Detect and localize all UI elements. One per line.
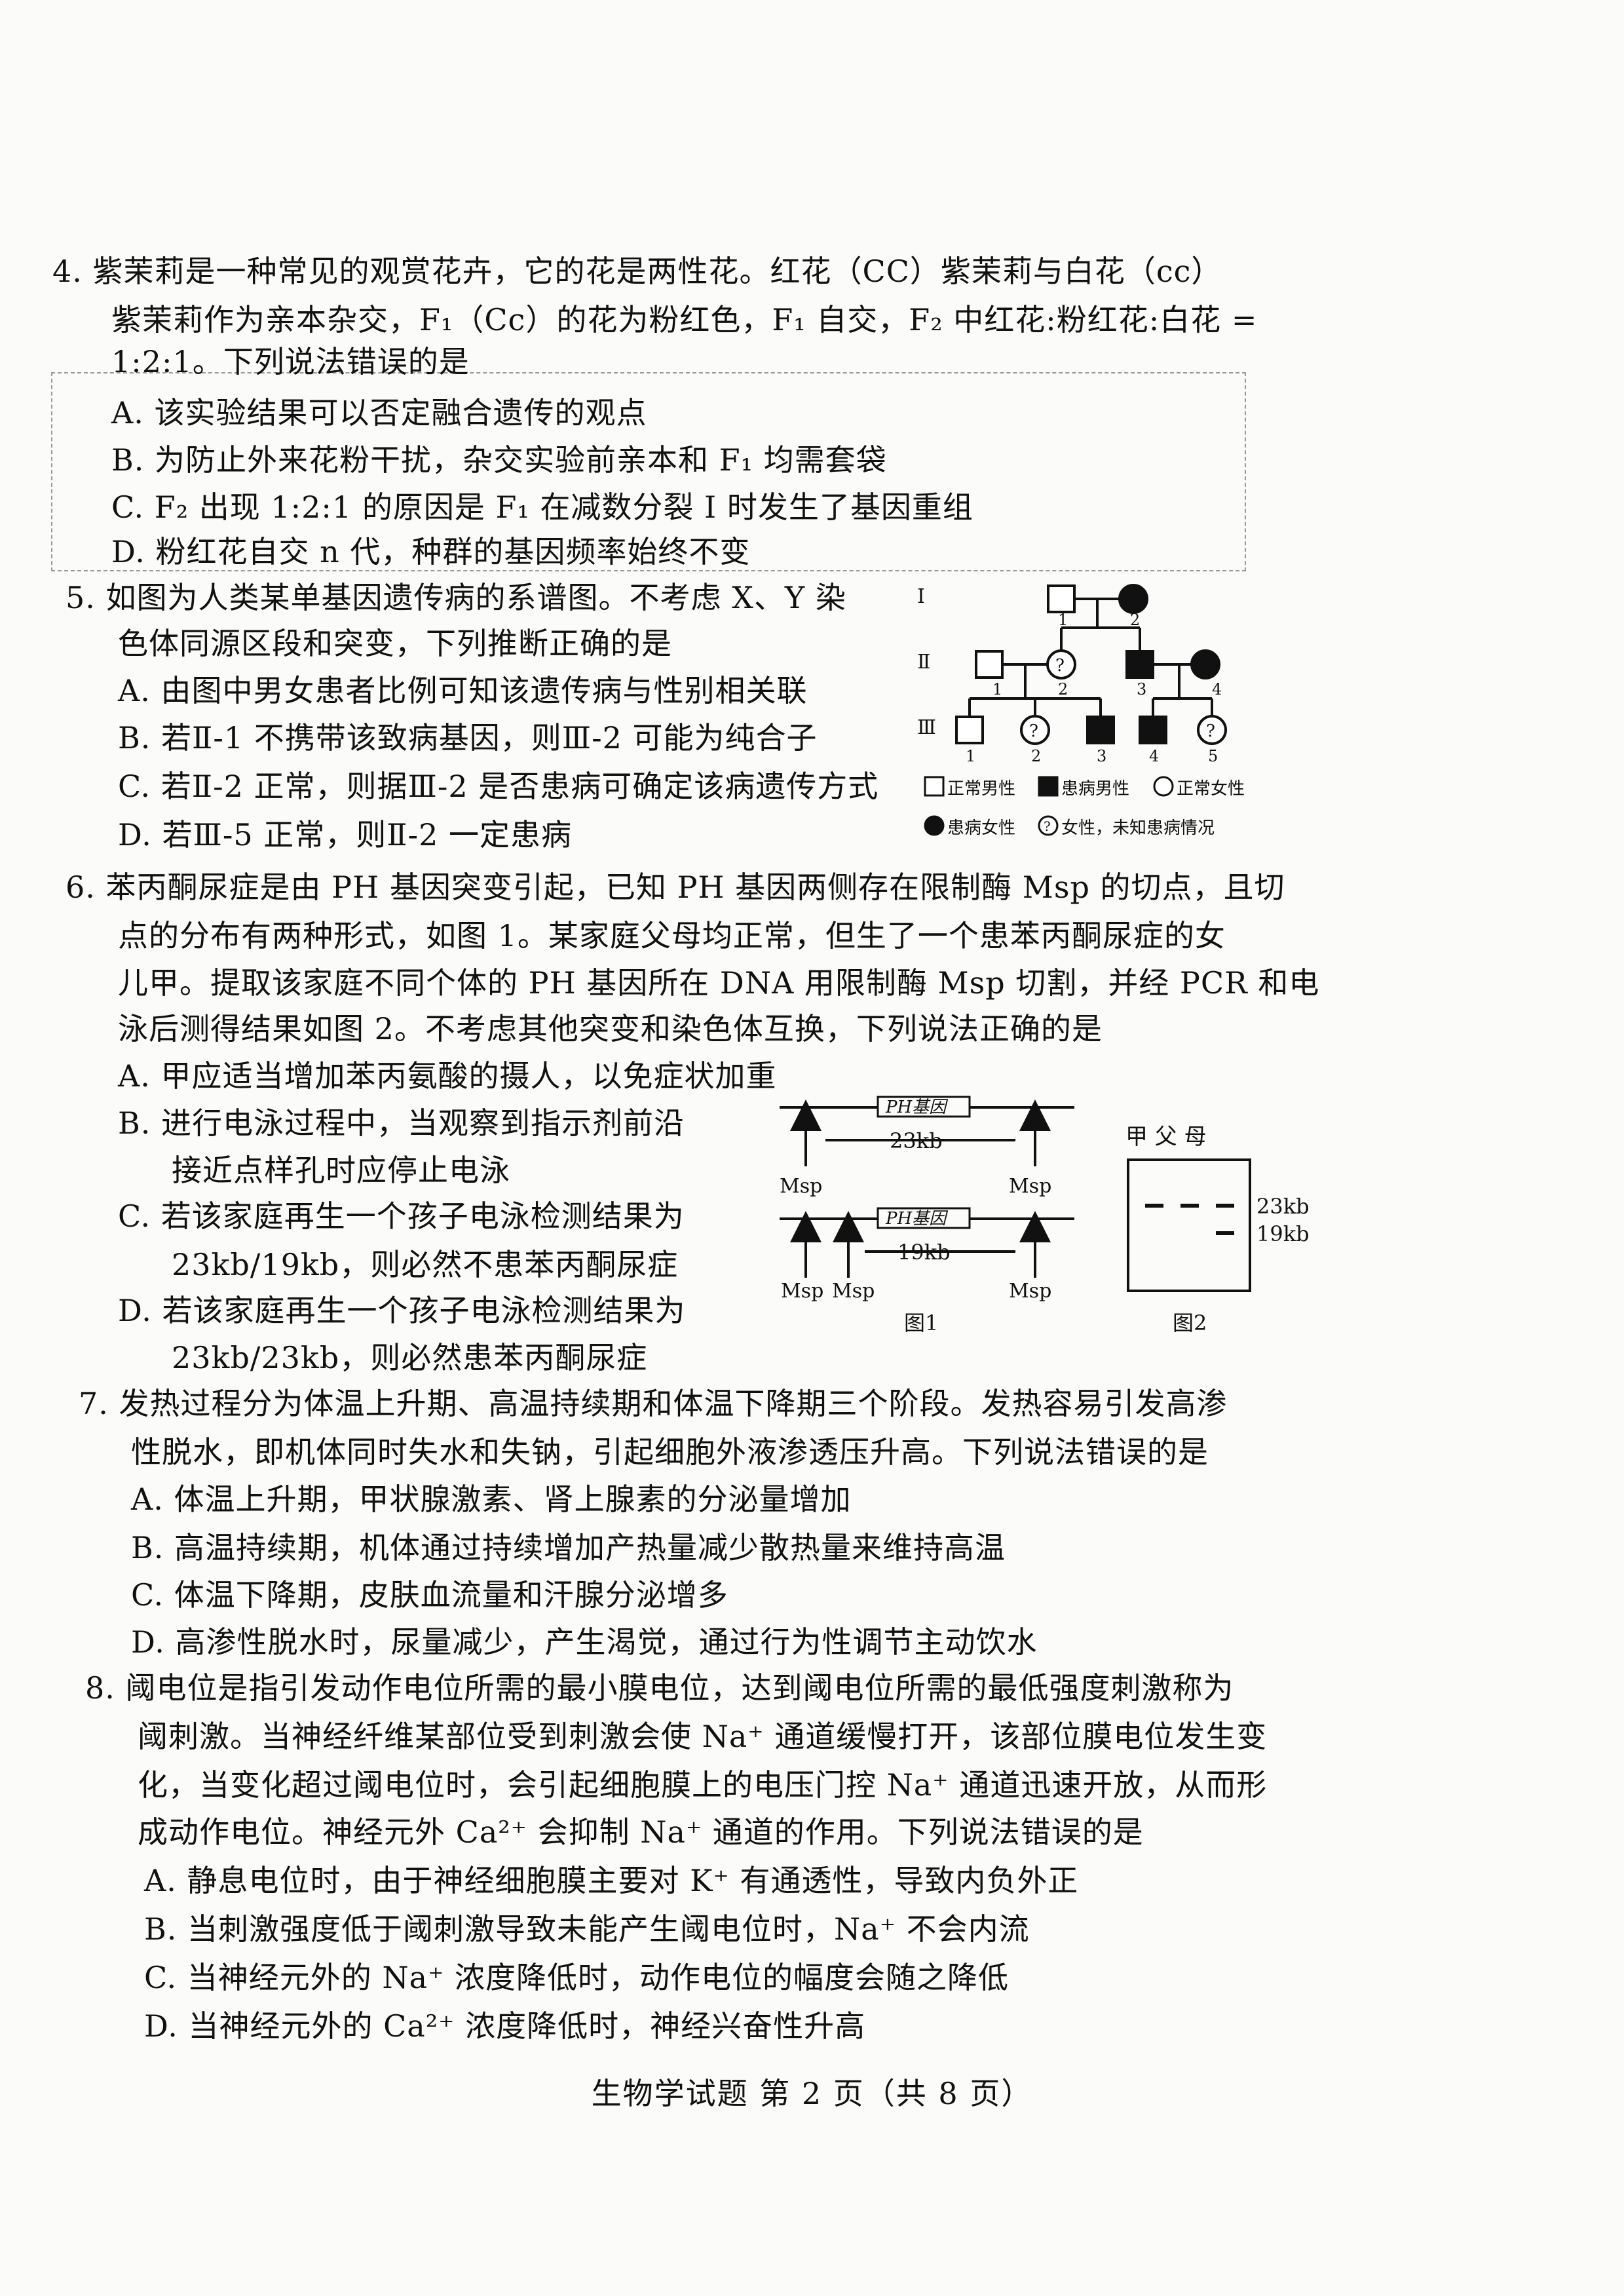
gen3-4-affected-male bbox=[1139, 716, 1167, 744]
len-19kb: 19kb bbox=[897, 1240, 951, 1265]
legend-normal-male-icon bbox=[924, 776, 945, 797]
ph-gene-box-2 bbox=[877, 1207, 971, 1229]
q4-option-b: B. 为防止外来花粉干扰，杂交实验前亲本和 F₁ 均需套袋 bbox=[111, 442, 887, 478]
gel-box bbox=[1127, 1158, 1251, 1292]
gen-label-3: Ⅲ bbox=[917, 716, 936, 739]
legend-affected-male-icon bbox=[1038, 776, 1059, 797]
fig2-header: 甲 父 母 bbox=[1125, 1124, 1207, 1150]
page-footer: 生物学试题 第 2 页（共 8 页） bbox=[591, 2076, 1033, 2111]
q8-option-a: A. 静息电位时，由于神经细胞膜主要对 K⁺ 有通透性，导致内负外正 bbox=[144, 1863, 1079, 1898]
q4-option-c: C. F₂ 出现 1:2:1 的原因是 F₁ 在减数分裂 I 时发生了基因重组 bbox=[111, 489, 973, 525]
q4-option-d: D. 粉红花自交 n 代，种群的基因频率始终不变 bbox=[111, 534, 751, 569]
q4-line-2: 紫茉莉作为亲本杂交，F₁（Cc）的花为粉红色，F₁ 自交，F₂ 中红花:粉红花:… bbox=[111, 302, 1258, 337]
q5-option-d: D. 若Ⅲ-5 正常，则Ⅱ-2 一定患病 bbox=[118, 817, 572, 852]
q7-option-b: B. 高温持续期，机体通过持续增加产热量减少散热量来维持高温 bbox=[131, 1530, 1006, 1565]
gen-label-2: Ⅱ bbox=[917, 651, 930, 674]
legend-affected-male: 患病男性 bbox=[1061, 779, 1129, 799]
msp-4: Msp bbox=[832, 1280, 875, 1303]
q8-option-b: B. 当刺激强度低于阈刺激导致未能产生阈电位时，Na⁺ 不会内流 bbox=[144, 1911, 1030, 1947]
q8-option-d: D. 当神经元外的 Ca²⁺ 浓度降低时，神经兴奋性升高 bbox=[144, 2008, 866, 2044]
legend-affected-female-icon bbox=[924, 815, 945, 836]
legend-normal-male: 正常男性 bbox=[947, 779, 1015, 799]
figure-2-electrophoresis: 甲 父 母 23kb 19kb 图2 bbox=[1125, 1124, 1310, 1335]
ph-gene-label-2: PH基因 bbox=[885, 1209, 949, 1229]
gen1-normal-male bbox=[1047, 584, 1076, 613]
pedigree-diagram: Ⅰ Ⅱ Ⅲ 1 2 ? 1 2 3 4 bbox=[917, 584, 1245, 838]
n3-3: 3 bbox=[1097, 747, 1106, 765]
fig1-caption: 图1 bbox=[904, 1311, 938, 1335]
q4-option-a: A. 该实验结果可以否定融合遗传的观点 bbox=[111, 395, 647, 430]
q8-option-c: C. 当神经元外的 Na⁺ 浓度降低时，动作电位的幅度会随之降低 bbox=[144, 1960, 1009, 1995]
q7-line-2: 性脱水，即机体同时失水和失钠，引起细胞外液渗透压升高。下列说法错误的是 bbox=[131, 1434, 1209, 1470]
n3-1: 1 bbox=[966, 747, 975, 765]
legend-affected-female: 患病女性 bbox=[947, 818, 1015, 838]
n3-5: 5 bbox=[1208, 747, 1218, 765]
n3-4: 4 bbox=[1149, 747, 1159, 765]
q6-line-3: 儿甲。提取该家庭不同个体的 PH 基因所在 DNA 用限制酶 Msp 切割，并经… bbox=[118, 965, 1320, 1001]
legend-normal-female-icon bbox=[1153, 776, 1174, 797]
q6-option-d-cont: 23kb/23kb，则必然患苯丙酮尿症 bbox=[172, 1340, 648, 1375]
gen3-2-unknown-female bbox=[1020, 715, 1050, 745]
q6-line-4: 泳后测得结果如图 2。不考虑其他突变和染色体互换，下列说法正确的是 bbox=[118, 1011, 1103, 1046]
ph-gene-label-1: PH基因 bbox=[885, 1098, 949, 1117]
gen3-5-unknown-female bbox=[1197, 715, 1227, 745]
msp-3: Msp bbox=[781, 1280, 823, 1303]
gen2-3-affected-male bbox=[1125, 650, 1154, 679]
gen-label-1: Ⅰ bbox=[917, 585, 925, 608]
gen3-3-affected-male bbox=[1086, 716, 1115, 744]
n1-2: 2 bbox=[1130, 611, 1140, 629]
q5-option-a: A. 由图中男女患者比例可知该遗传病与性别相关联 bbox=[118, 673, 808, 708]
q5-option-b: B. 若Ⅱ-1 不携带该致病基因，则Ⅲ-2 可能为纯合子 bbox=[118, 720, 818, 756]
len-23kb: 23kb bbox=[890, 1128, 943, 1153]
legend-unknown-mark: ? bbox=[1044, 818, 1051, 834]
n3-2: 2 bbox=[1031, 747, 1041, 765]
n2-1: 1 bbox=[992, 680, 1002, 698]
msp-5: Msp bbox=[1009, 1280, 1051, 1303]
q5-line-2: 色体同源区段和突变，下列推断正确的是 bbox=[118, 626, 672, 661]
gen3-1-normal-male bbox=[955, 716, 984, 744]
q6-option-b: B. 进行电泳过程中，当观察到指示剂前沿 bbox=[118, 1105, 685, 1141]
dashed-frame bbox=[51, 372, 1246, 571]
q5-option-c: C. 若Ⅱ-2 正常，则据Ⅲ-2 是否患病可确定该病遗传方式 bbox=[118, 769, 879, 804]
q6-option-c-cont: 23kb/19kb，则必然不患苯丙酮尿症 bbox=[172, 1247, 679, 1282]
msp-2: Msp bbox=[1009, 1175, 1051, 1198]
msp-1: Msp bbox=[780, 1175, 822, 1198]
q6-option-b-cont: 接近点样孔时应停止电泳 bbox=[172, 1153, 510, 1188]
gen1-affected-female bbox=[1118, 584, 1148, 614]
q6-option-a: A. 甲应适当增加苯丙氨酸的摄人，以免症状加重 bbox=[118, 1058, 777, 1094]
legend-unknown-female-icon bbox=[1038, 815, 1059, 836]
band-label-19kb: 19kb bbox=[1256, 1221, 1310, 1246]
q6-option-c: C. 若该家庭再生一个孩子电泳检测结果为 bbox=[118, 1198, 685, 1234]
q8-line-3: 化，当变化超过阈电位时，会引起细胞膜上的电压门控 Na⁺ 通道迅速开放，从而形 bbox=[138, 1767, 1268, 1803]
band-label-23kb: 23kb bbox=[1256, 1194, 1310, 1219]
q6-line-2: 点的分布有两种形式，如图 1。某家庭父母均正常，但生了一个患苯丙酮尿症的女 bbox=[118, 918, 1226, 953]
gen2-1-normal-male bbox=[975, 650, 1004, 679]
gen3-2-mark: ? bbox=[1029, 721, 1038, 741]
n1-1: 1 bbox=[1058, 611, 1068, 629]
legend-unknown-female: 女性，未知患病情况 bbox=[1061, 818, 1215, 838]
q5-line-1: 5. 如图为人类某单基因遗传病的系谱图。不考虑 X、Y 染 bbox=[66, 580, 846, 615]
q7-option-c: C. 体温下降期，皮肤血流量和汗腺分泌增多 bbox=[131, 1577, 728, 1613]
fig2-caption: 图2 bbox=[1173, 1311, 1207, 1335]
figure-1-restriction-map: PH基因 23kb Msp Msp PH基因 19kb Msp Msp Msp … bbox=[780, 1096, 1074, 1335]
q8-line-2: 阈刺激。当神经纤维某部位受到刺激会使 Na⁺ 通道缓慢打开，该部位膜电位发生变 bbox=[138, 1719, 1268, 1754]
gen3-5-mark: ? bbox=[1206, 721, 1215, 741]
q8-line-4: 成动作电位。神经元外 Ca²⁺ 会抑制 Na⁺ 通道的作用。下列说法错误的是 bbox=[138, 1814, 1144, 1850]
q7-line-1: 7. 发热过程分为体温上升期、高温持续期和体温下降期三个阶段。发热容易引发高渗 bbox=[79, 1386, 1228, 1421]
n2-3: 3 bbox=[1137, 680, 1146, 698]
q8-line-1: 8. 阈电位是指引发动作电位所需的最小膜电位，达到阈电位所需的最低强度刺激称为 bbox=[85, 1670, 1234, 1706]
n2-4: 4 bbox=[1212, 680, 1222, 698]
q6-option-d: D. 若该家庭再生一个孩子电泳检测结果为 bbox=[118, 1293, 686, 1328]
ph-gene-box-1 bbox=[877, 1096, 971, 1118]
legend-normal-female: 正常女性 bbox=[1177, 779, 1245, 799]
q4-line-3: 1:2:1。下列说法错误的是 bbox=[111, 344, 470, 379]
q7-option-a: A. 体温上升期，甲状腺激素、肾上腺素的分泌量增加 bbox=[131, 1482, 852, 1517]
q4-line-1: 4. 紫茉莉是一种常见的观赏花卉，它的花是两性花。红花（CC）紫茉莉与白花（cc… bbox=[52, 254, 1222, 289]
gen2-2-mark: ? bbox=[1055, 656, 1065, 676]
q7-option-d: D. 高渗性脱水时，尿量减少，产生渴觉，通过行为性调节主动饮水 bbox=[131, 1624, 1038, 1660]
q6-line-1: 6. 苯丙酮尿症是由 PH 基因突变引起，已知 PH 基因两侧存在限制酶 Msp… bbox=[66, 870, 1285, 905]
gen2-4-affected-female bbox=[1190, 649, 1220, 679]
n2-2: 2 bbox=[1058, 680, 1068, 698]
